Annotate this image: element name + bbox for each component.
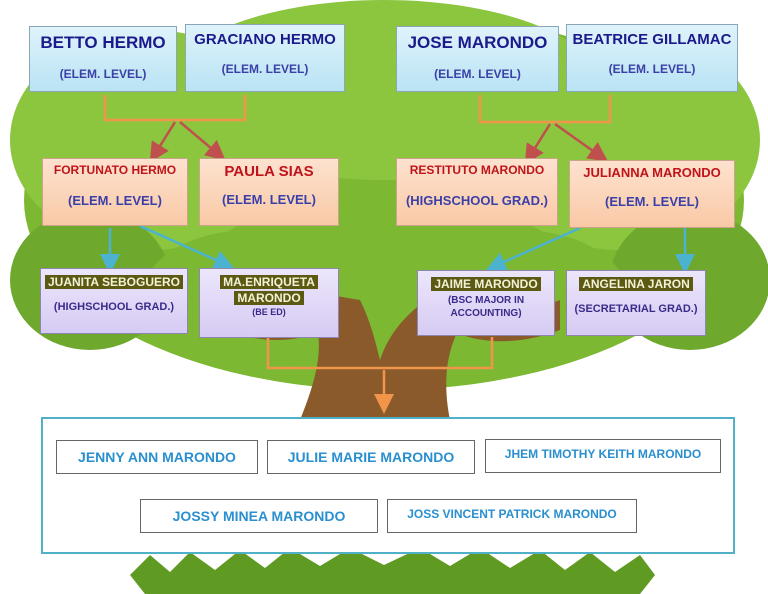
grandchild-box: JOSSY MINEA MARONDO (140, 499, 378, 533)
education-level: (ELEM. LEVEL) (608, 62, 696, 76)
person-name: MA.ENRIQUETA (200, 275, 338, 289)
person-name: JULIANNA MARONDO (583, 165, 721, 180)
child-box: MA.ENRIQUETA MARONDO (BE ED) (199, 268, 339, 338)
child-box: JAIME MARONDO (BSC MAJOR IN ACCOUNTING) (417, 270, 555, 336)
person-name: GRACIANO HERMO (194, 31, 336, 48)
child-box: ANGELINA JARON (SECRETARIAL GRAD.) (566, 270, 706, 336)
person-name: MARONDO (200, 291, 338, 305)
education-level: (ELEM. LEVEL) (68, 193, 162, 208)
person-name: JOSE MARONDO (407, 33, 548, 52)
person-name: FORTUNATO HERMO (53, 163, 177, 177)
education-level: (ELEM. LEVEL) (59, 67, 147, 81)
grandparent-box: JOSE MARONDO (ELEM. LEVEL) (396, 26, 559, 92)
connector-arrow (554, 122, 609, 162)
education-level: ACCOUNTING) (450, 308, 522, 319)
connector-children-couple (266, 337, 494, 370)
person-name: BEATRICE GILLAMAC (572, 31, 732, 48)
grandparent-box: BETTO HERMO (ELEM. LEVEL) (29, 26, 177, 92)
parent-box: FORTUNATO HERMO (ELEM. LEVEL) (42, 158, 188, 226)
grandchildren-panel: JENNY ANN MARONDO JULIE MARIE MARONDO JH… (41, 417, 735, 554)
education-level: (ELEM. LEVEL) (605, 194, 699, 209)
person-name: JAIME MARONDO (418, 277, 554, 291)
connector-left-couple (103, 95, 247, 122)
education-level: (ELEM. LEVEL) (434, 67, 521, 81)
connector-arrow (485, 226, 581, 272)
person-name: RESTITUTO MARONDO (409, 163, 545, 177)
connector-arrow (179, 121, 226, 161)
connector-right-couple (478, 95, 612, 124)
parent-box: PAULA SIAS (ELEM. LEVEL) (199, 158, 339, 226)
grandchild-box: JULIE MARIE MARONDO (267, 440, 475, 474)
person-name: JUANITA SEBOGUERO (41, 275, 187, 289)
parent-box: JULIANNA MARONDO (ELEM. LEVEL) (569, 160, 735, 228)
grandchild-box: JENNY ANN MARONDO (56, 440, 258, 474)
education-level: (HIGHSCHOOL GRAD.) (53, 301, 175, 313)
grandparent-box: GRACIANO HERMO (ELEM. LEVEL) (185, 24, 345, 92)
person-name: BETTO HERMO (40, 33, 166, 52)
education-level: (HIGHSCHOOL GRAD.) (405, 193, 549, 208)
tree-grass (130, 548, 655, 594)
child-box: JUANITA SEBOGUERO (HIGHSCHOOL GRAD.) (40, 268, 188, 334)
grandchild-box: JHEM TIMOTHY KEITH MARONDO (485, 439, 721, 473)
grandchild-box: JOSS VINCENT PATRICK MARONDO (387, 499, 637, 533)
connector-arrow (524, 123, 552, 165)
education-level: (BE ED) (252, 307, 286, 317)
person-name: PAULA SIAS (224, 163, 314, 180)
education-level: (BSC MAJOR IN (447, 295, 525, 306)
education-level: (ELEM. LEVEL) (221, 62, 309, 76)
person-name: ANGELINA JARON (567, 277, 705, 291)
education-level: (ELEM. LEVEL) (222, 192, 316, 207)
education-level: (SECRETARIAL GRAD.) (574, 303, 698, 315)
grandparent-box: BEATRICE GILLAMAC (ELEM. LEVEL) (566, 24, 738, 92)
connector-arrow (139, 224, 235, 270)
parent-box: RESTITUTO MARONDO (HIGHSCHOOL GRAD.) (396, 158, 558, 226)
connector-arrow (149, 121, 177, 163)
